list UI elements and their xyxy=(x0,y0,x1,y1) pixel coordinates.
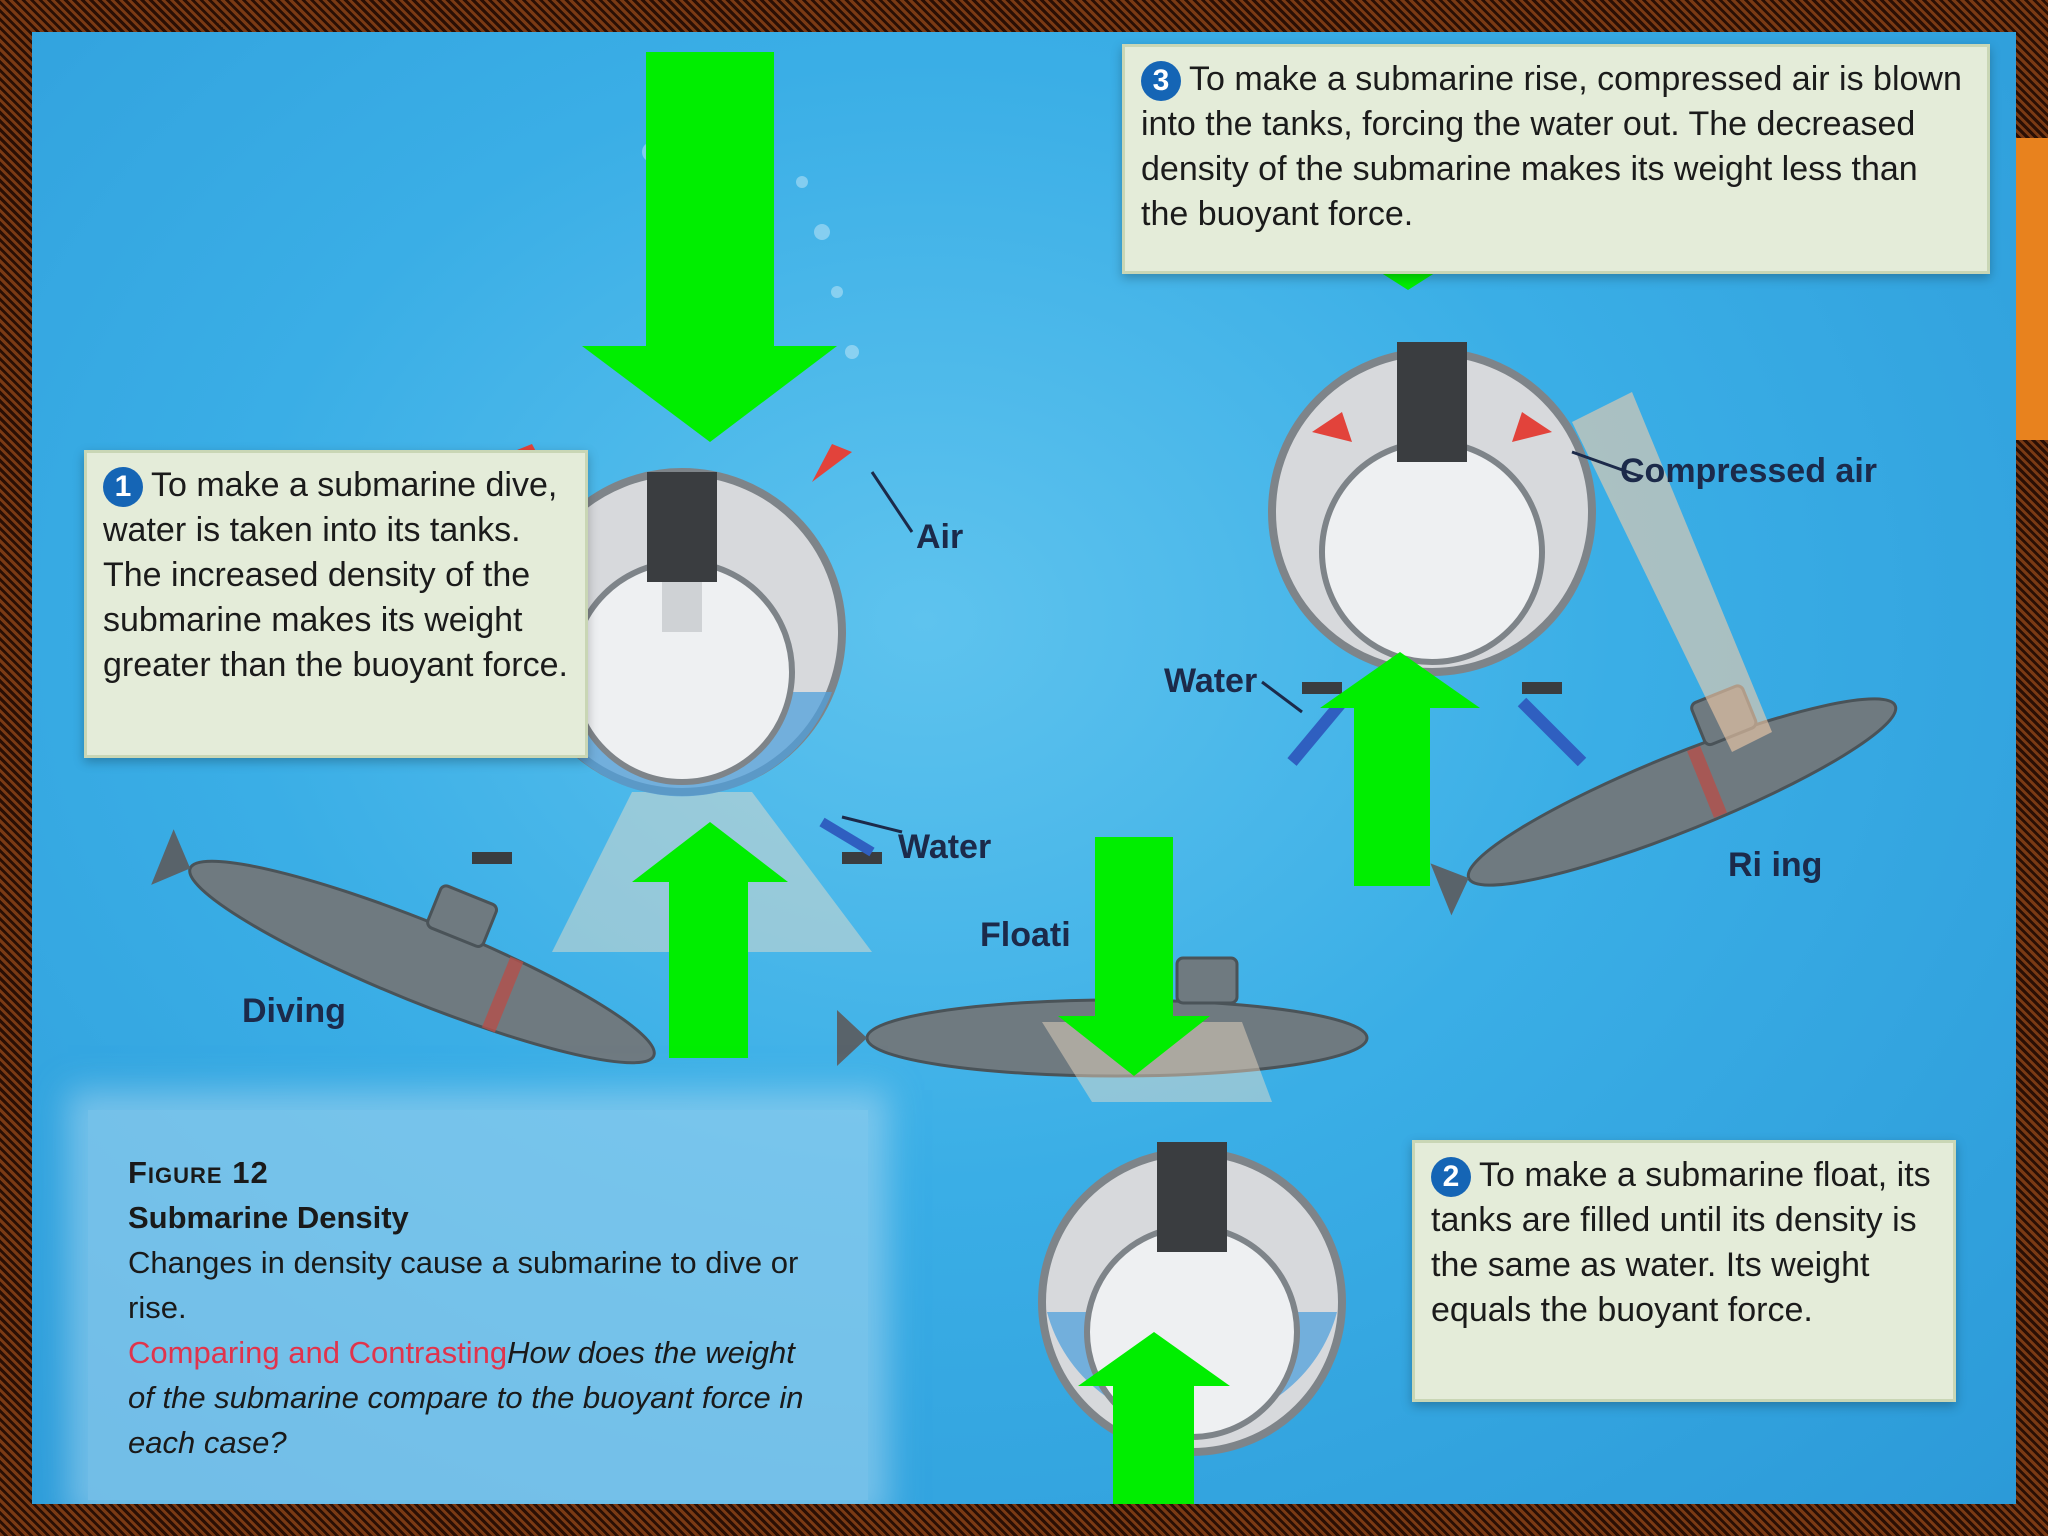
label-water-dive: Water xyxy=(898,828,992,866)
label-diving: Diving xyxy=(242,992,346,1030)
label-water-rise: Water xyxy=(1164,662,1258,700)
figure-description: Changes in density cause a submarine to … xyxy=(128,1245,799,1325)
buoyancy-arrow-rising xyxy=(1320,652,1480,886)
cross-section-diving xyxy=(472,444,882,864)
label-rising: Ri ing xyxy=(1728,846,1823,884)
callout-dive-text: To make a submarine dive, water is taken… xyxy=(103,466,568,684)
figure-number: Figure 12 xyxy=(128,1155,269,1190)
figure-question: Comparing and ContrastingHow does the we… xyxy=(128,1330,828,1465)
figure-title: Submarine Density xyxy=(128,1200,409,1235)
buoyancy-arrow-floating xyxy=(1078,1332,1230,1504)
callout-number-badge: 1 xyxy=(103,467,143,508)
callout-rise-text: To make a submarine rise, compressed air… xyxy=(1141,60,1962,233)
rising-submarine xyxy=(1430,684,1898,916)
callout-number-badge: 2 xyxy=(1431,1157,1471,1198)
submarine-diagram xyxy=(151,52,1898,1504)
label-floating: Floati xyxy=(980,916,1071,954)
skill-label: Comparing and Contrasting xyxy=(128,1335,508,1370)
diving-submarine xyxy=(151,829,656,1065)
figure-caption: Figure 12 Submarine Density Changes in d… xyxy=(88,1110,868,1500)
weight-arrow-floating xyxy=(1058,837,1210,1076)
label-air: Air xyxy=(916,518,964,556)
callout-number-badge: 3 xyxy=(1141,61,1181,102)
callout-float-text: To make a submarine float, its tanks are… xyxy=(1431,1156,1931,1329)
question-text: How does the weight of the submarine com… xyxy=(128,1335,804,1460)
label-compressed-air: Compressed air xyxy=(1620,452,1877,490)
weight-arrow-diving xyxy=(582,52,837,442)
force-arrows xyxy=(582,52,1480,1504)
buoyancy-arrow-diving xyxy=(632,822,788,1058)
cross-section-rising xyxy=(1268,342,1596,694)
